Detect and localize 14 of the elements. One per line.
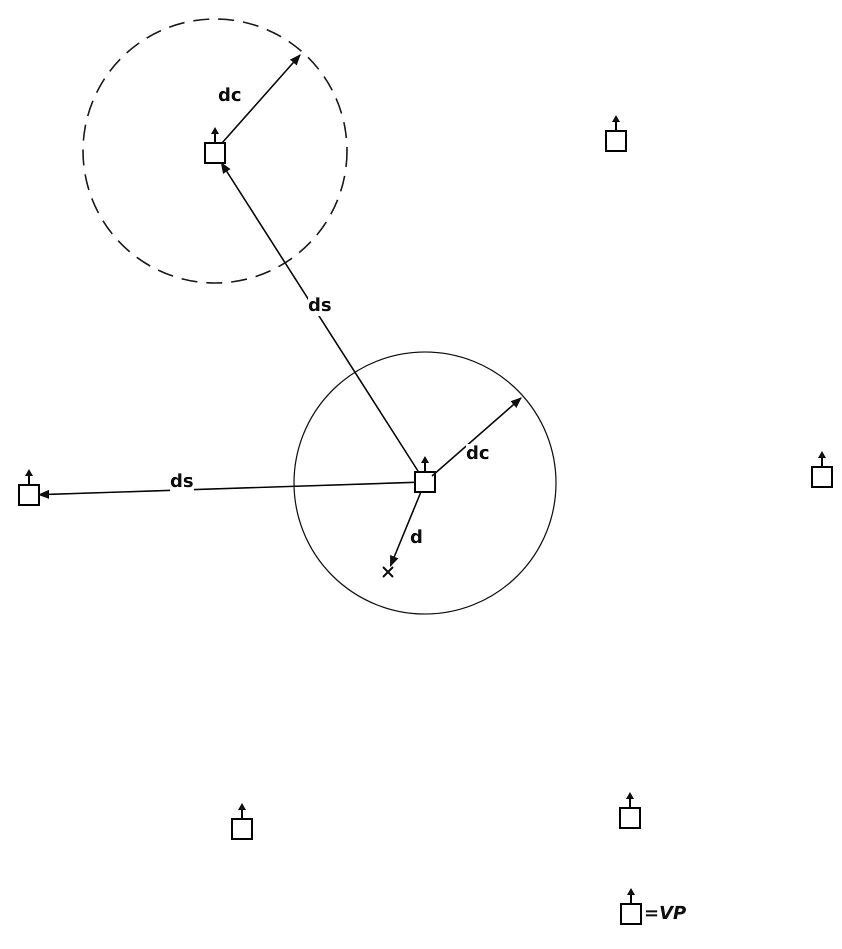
arrow	[390, 492, 422, 568]
vp-symbol	[204, 127, 226, 164]
arrow	[220, 162, 420, 472]
vp-symbol	[811, 451, 833, 488]
edge-label: ds	[308, 296, 332, 316]
vp-symbol	[605, 115, 627, 152]
edge-label: ds	[170, 472, 194, 492]
cross-mark	[382, 566, 394, 578]
arrow	[38, 482, 416, 499]
vp-symbol	[414, 456, 436, 493]
legend-text: =VP	[644, 904, 686, 924]
vp-symbol	[231, 803, 253, 840]
vp-symbol	[619, 792, 641, 829]
vp-symbol	[18, 469, 40, 506]
